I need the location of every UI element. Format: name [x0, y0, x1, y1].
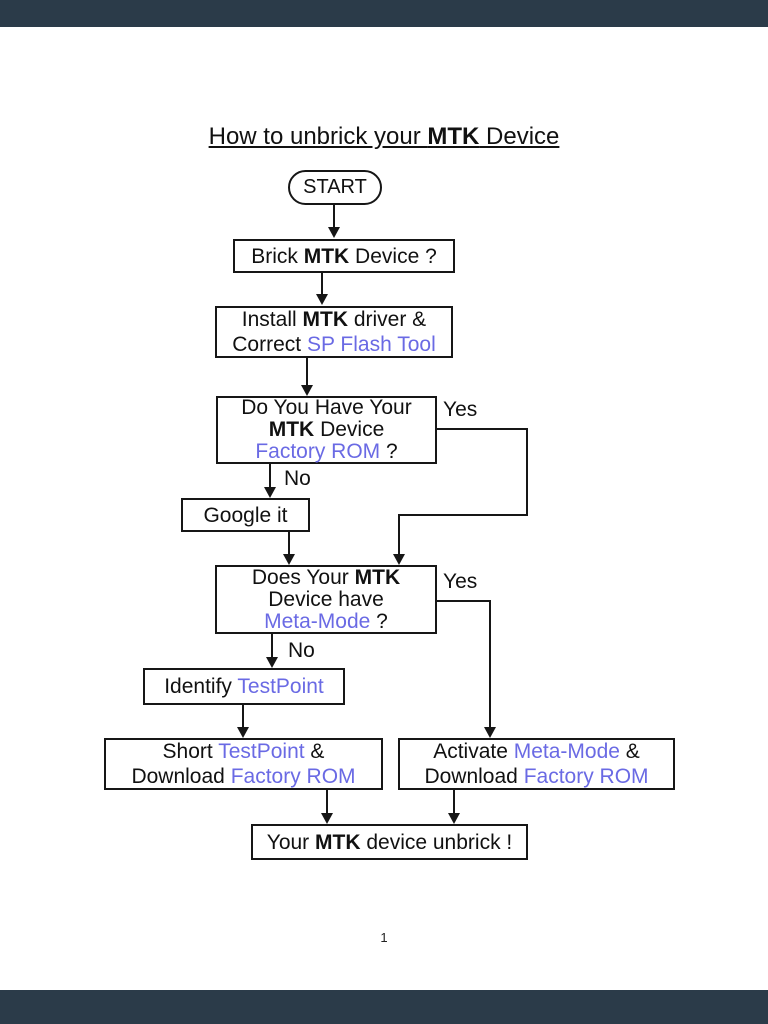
result-label: Your MTK device unbrick ! — [266, 830, 513, 854]
meta-mode-link-2[interactable]: Meta-Mode — [513, 740, 620, 763]
page-number: 1 — [380, 930, 388, 945]
have-rom-line2: MTK Device — [268, 418, 385, 441]
no-label-2: No — [288, 639, 315, 662]
yes-label-1: Yes — [443, 398, 478, 421]
title-bold-mtk: MTK — [427, 123, 480, 150]
sp-flash-tool-link[interactable]: SP Flash Tool — [306, 333, 436, 356]
short-line1: Short TestPoint & — [162, 740, 325, 763]
factory-rom-link-1[interactable]: Factory ROM — [255, 440, 381, 463]
short-line2: Download Factory ROM — [131, 765, 356, 788]
testpoint-link-2[interactable]: TestPoint — [218, 740, 305, 763]
identify-testpoint-node: Identify TestPoint — [143, 668, 345, 705]
install-line1: Install MTK driver & — [241, 308, 427, 331]
meta-line3: Meta-Mode ? — [264, 609, 388, 633]
brick-device-node: Brick MTK Device ? — [233, 239, 455, 273]
title-text-post: Device — [479, 123, 560, 150]
factory-rom-decision-node: Do You Have Your MTK Device Factory ROM … — [216, 396, 437, 464]
activate-meta-mode-node: Activate Meta-Mode & Download Factory RO… — [398, 738, 675, 790]
yes-label-2: Yes — [443, 570, 478, 593]
meta-mode-decision-node: Does Your MTK Device have Meta-Mode ? — [215, 565, 437, 634]
factory-rom-link-3[interactable]: Factory ROM — [523, 765, 649, 788]
title-text: How to unbrick your — [208, 123, 428, 150]
identify-label: Identify TestPoint — [164, 675, 324, 698]
have-rom-line1: Do You Have Your — [241, 396, 412, 419]
start-node: START — [288, 170, 382, 205]
brick-device-label: Brick MTK Device ? — [251, 244, 437, 268]
install-driver-node: Install MTK driver & Correct SP Flash To… — [215, 306, 453, 358]
activate-line1: Activate Meta-Mode & — [433, 740, 640, 763]
factory-rom-link-2[interactable]: Factory ROM — [230, 765, 356, 788]
viewer-top-bar — [0, 0, 768, 27]
short-testpoint-node: Short TestPoint & Download Factory ROM — [104, 738, 383, 790]
install-line2: Correct SP Flash Tool — [232, 333, 436, 356]
no-label-1: No — [284, 467, 311, 490]
testpoint-link-1[interactable]: TestPoint — [237, 675, 324, 698]
google-it-label: Google it — [203, 503, 288, 527]
unbrick-result-node: Your MTK device unbrick ! — [251, 824, 528, 860]
viewer-bottom-bar — [0, 990, 768, 1024]
page-title: How to unbrick your MTK Device — [0, 123, 768, 151]
meta-line1: Does Your MTK — [251, 565, 401, 589]
activate-line2: Download Factory ROM — [424, 765, 649, 788]
google-it-node: Google it — [181, 498, 310, 532]
have-rom-line3: Factory ROM ? — [255, 440, 398, 463]
start-label: START — [303, 176, 367, 198]
meta-mode-link-1[interactable]: Meta-Mode — [264, 609, 371, 633]
meta-line2: Device have — [268, 587, 384, 611]
